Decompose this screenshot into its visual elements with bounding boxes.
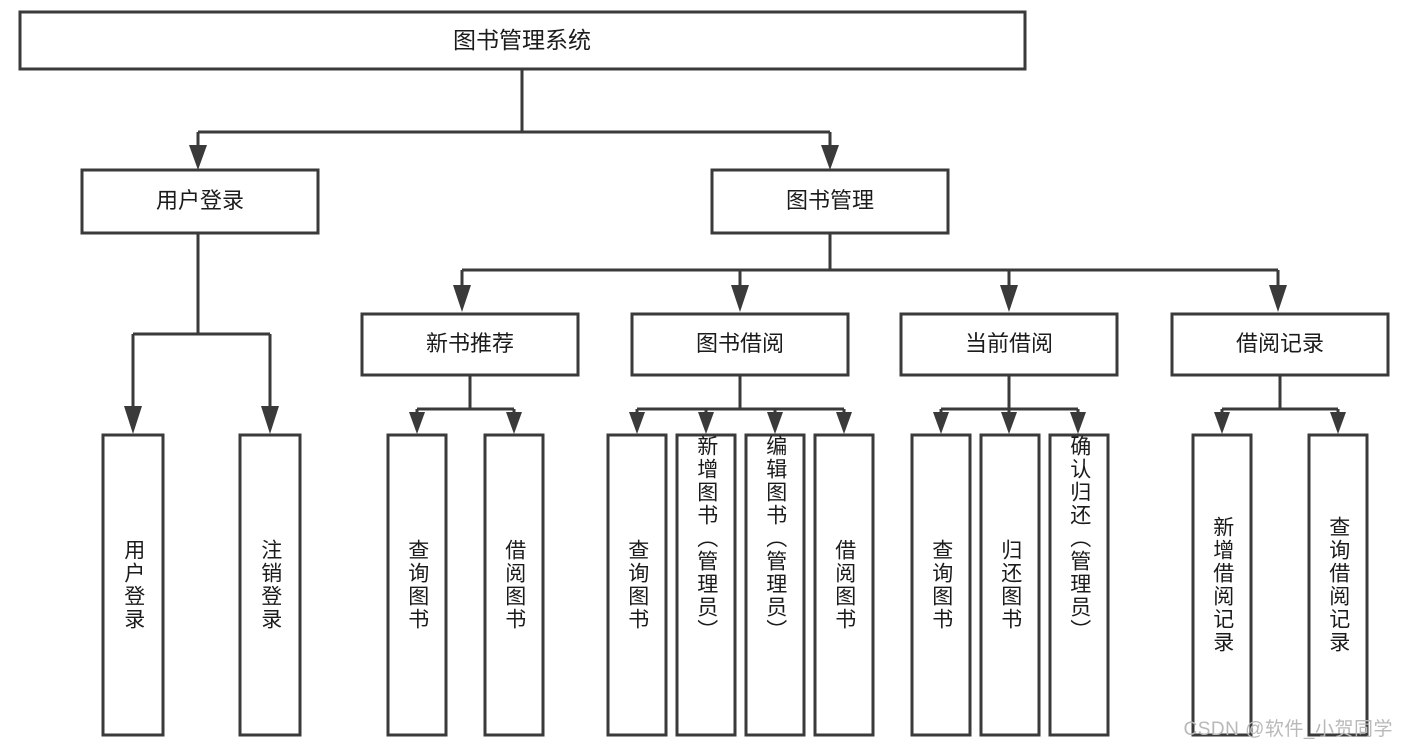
leaf-box-user-logout[interactable] [238, 433, 302, 737]
arrowhead-new-book-recommend [453, 285, 471, 312]
arrowhead-book-borrow [731, 285, 749, 312]
node-borrow-record-box[interactable] [1170, 312, 1390, 377]
node-current-borrow[interactable]: 当前借阅 [899, 312, 1119, 377]
edges-borrow-record-to-leaves [1214, 375, 1346, 434]
edges-user-login-to-leaves [124, 233, 279, 434]
arrowhead-leaf-borrow-book-1 [506, 412, 522, 434]
leaf-box-return-book[interactable] [979, 433, 1041, 737]
leaf-box-confirm-return[interactable] [1048, 433, 1110, 737]
arrowhead-book-manage [821, 145, 839, 170]
node-root[interactable]: 图书管理系统 [18, 10, 1027, 71]
arrowhead-user-login [189, 145, 207, 170]
node-user-login-box[interactable] [80, 168, 320, 235]
node-book-borrow-box[interactable] [630, 312, 850, 377]
arrowhead-leaf-edit-book [767, 412, 783, 434]
node-current-borrow-label: 当前借阅 [965, 331, 1053, 356]
edges-book-manage-to-level3 [453, 233, 1287, 312]
node-book-manage-label: 图书管理 [786, 188, 874, 213]
arrowhead-leaf-add-record [1214, 412, 1230, 434]
arrowhead-leaf-query-book-1 [409, 412, 425, 434]
node-borrow-record[interactable]: 借阅记录 [1170, 312, 1390, 377]
node-root-label: 图书管理系统 [453, 27, 591, 53]
leaf-box-add-book[interactable] [675, 433, 737, 737]
node-user-login[interactable]: 用户登录 [80, 168, 320, 235]
arrowhead-leaf-borrow-book-2 [836, 412, 852, 434]
node-new-book-recommend[interactable]: 新书推荐 [360, 312, 580, 377]
arrowhead-leaf-query-book-3 [933, 412, 949, 434]
arrowhead-leaf-return-book [1001, 412, 1017, 434]
node-current-borrow-box[interactable] [899, 312, 1119, 377]
leaf-box-query-book-2[interactable] [606, 433, 668, 737]
node-root-box[interactable] [18, 10, 1027, 71]
leaf-box-edit-book[interactable] [744, 433, 806, 737]
leaf-box-borrow-book-2[interactable] [813, 433, 875, 737]
node-book-borrow-label: 图书借阅 [696, 331, 784, 356]
node-user-login-label: 用户登录 [156, 188, 244, 213]
edges-book-borrow-to-leaves [629, 375, 852, 434]
node-new-book-recommend-box[interactable] [360, 312, 580, 377]
edges-root-to-level2 [189, 69, 839, 170]
arrowhead-leaf-confirm-return [1070, 412, 1086, 434]
leaf-box-user-login[interactable] [101, 433, 165, 737]
arrowhead-leaf-query-book-2 [629, 412, 645, 434]
node-borrow-record-label: 借阅记录 [1236, 331, 1324, 356]
leaf-box-add-record[interactable] [1191, 433, 1253, 737]
leaf-boxes [101, 433, 1369, 737]
node-book-borrow[interactable]: 图书借阅 [630, 312, 850, 377]
node-book-manage[interactable]: 图书管理 [710, 168, 950, 235]
arrowhead-leaf-user-login [124, 406, 142, 434]
node-book-manage-box[interactable] [710, 168, 950, 235]
edges-current-borrow-to-leaves [933, 375, 1086, 434]
arrowhead-current-borrow [1000, 285, 1018, 312]
node-new-book-recommend-label: 新书推荐 [426, 331, 514, 356]
leaf-box-borrow-book-1[interactable] [483, 433, 545, 737]
arrowhead-leaf-add-book [698, 412, 714, 434]
arrowhead-leaf-query-record [1330, 412, 1346, 434]
edges-new-book-to-leaves [409, 375, 522, 434]
leaf-box-query-book-1[interactable] [386, 433, 448, 737]
leaf-box-query-book-3[interactable] [910, 433, 972, 737]
leaf-box-query-record[interactable] [1307, 433, 1369, 737]
arrowhead-leaf-user-logout [261, 406, 279, 434]
arrowhead-borrow-record [1269, 285, 1287, 312]
